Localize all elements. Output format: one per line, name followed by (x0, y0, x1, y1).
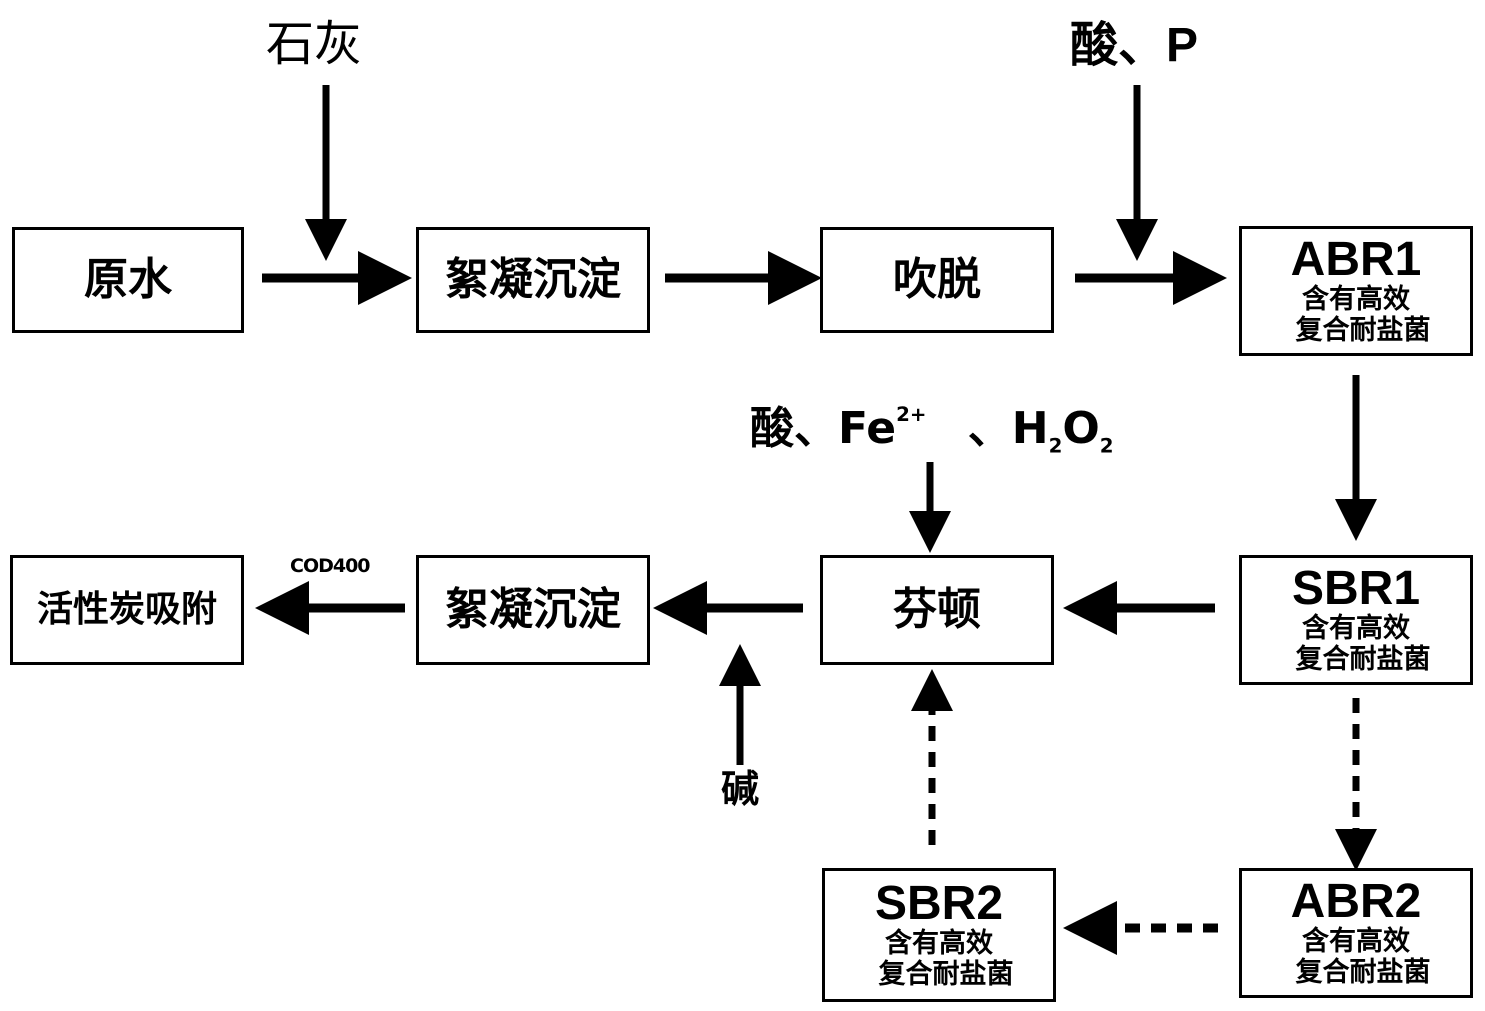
node-abr1: ABR1 含有高效 复合耐盐菌 (1239, 226, 1473, 356)
node-coagulation-1: 絮凝沉淀 (416, 227, 650, 333)
node-sbr1-title: SBR1 (1291, 561, 1421, 615)
node-abr2-title: ABR2 (1290, 874, 1422, 928)
h2o2-sub1-text: 2 (1048, 434, 1063, 458)
h2o2-sub2-text: 2 (1099, 434, 1114, 458)
node-abr1-title: ABR1 (1290, 232, 1422, 286)
node-activated-carbon: 活性炭吸附 (10, 555, 244, 665)
lime-label: 石灰 (266, 16, 363, 72)
node-sbr1-line2: 复合耐盐菌 (1295, 644, 1431, 675)
node-coagulation-2-label: 絮凝沉淀 (445, 584, 621, 635)
node-coagulation-1-label: 絮凝沉淀 (445, 254, 621, 305)
node-abr2-line1: 含有高效 (1302, 925, 1410, 957)
node-sbr1-line1: 含有高效 (1302, 612, 1410, 644)
node-stripping-label: 吹脱 (893, 254, 981, 305)
node-activated-carbon-label: 活性炭吸附 (36, 589, 217, 630)
node-raw-water-label: 原水 (84, 254, 172, 305)
fenton-acid-fe-text: 酸、Fe (750, 402, 897, 454)
alkali-label: 碱 (721, 767, 760, 811)
fenton-reagents-label: 酸、Fe2+ 、H2O2 (750, 405, 1114, 456)
node-sbr2: SBR2 含有高效 复合耐盐菌 (822, 868, 1056, 1002)
acid-p-text: 酸、P (1070, 19, 1199, 72)
node-coagulation-2: 絮凝沉淀 (416, 555, 650, 665)
node-sbr2-line1: 含有高效 (885, 927, 993, 959)
node-fenton: 芬顿 (820, 555, 1054, 665)
acid-p-label: 酸、P (1070, 22, 1198, 70)
node-fenton-label: 芬顿 (893, 584, 981, 635)
node-sbr2-line2: 复合耐盐菌 (878, 959, 1014, 990)
node-stripping: 吹脱 (820, 227, 1054, 333)
fe-charge-text: 2+ (896, 403, 927, 426)
h2o2-h-text: 、H (967, 402, 1049, 454)
node-abr1-line1: 含有高效 (1302, 283, 1410, 315)
node-abr2-line2: 复合耐盐菌 (1295, 957, 1431, 988)
node-raw-water: 原水 (12, 227, 244, 333)
cod-label: COD400 (290, 555, 371, 577)
node-sbr2-title: SBR2 (874, 876, 1004, 930)
node-abr2: ABR2 含有高效 复合耐盐菌 (1239, 868, 1473, 998)
node-abr1-line2: 复合耐盐菌 (1295, 315, 1431, 346)
node-sbr1: SBR1 含有高效 复合耐盐菌 (1239, 555, 1473, 685)
h2o2-o-text: O (1062, 402, 1100, 454)
